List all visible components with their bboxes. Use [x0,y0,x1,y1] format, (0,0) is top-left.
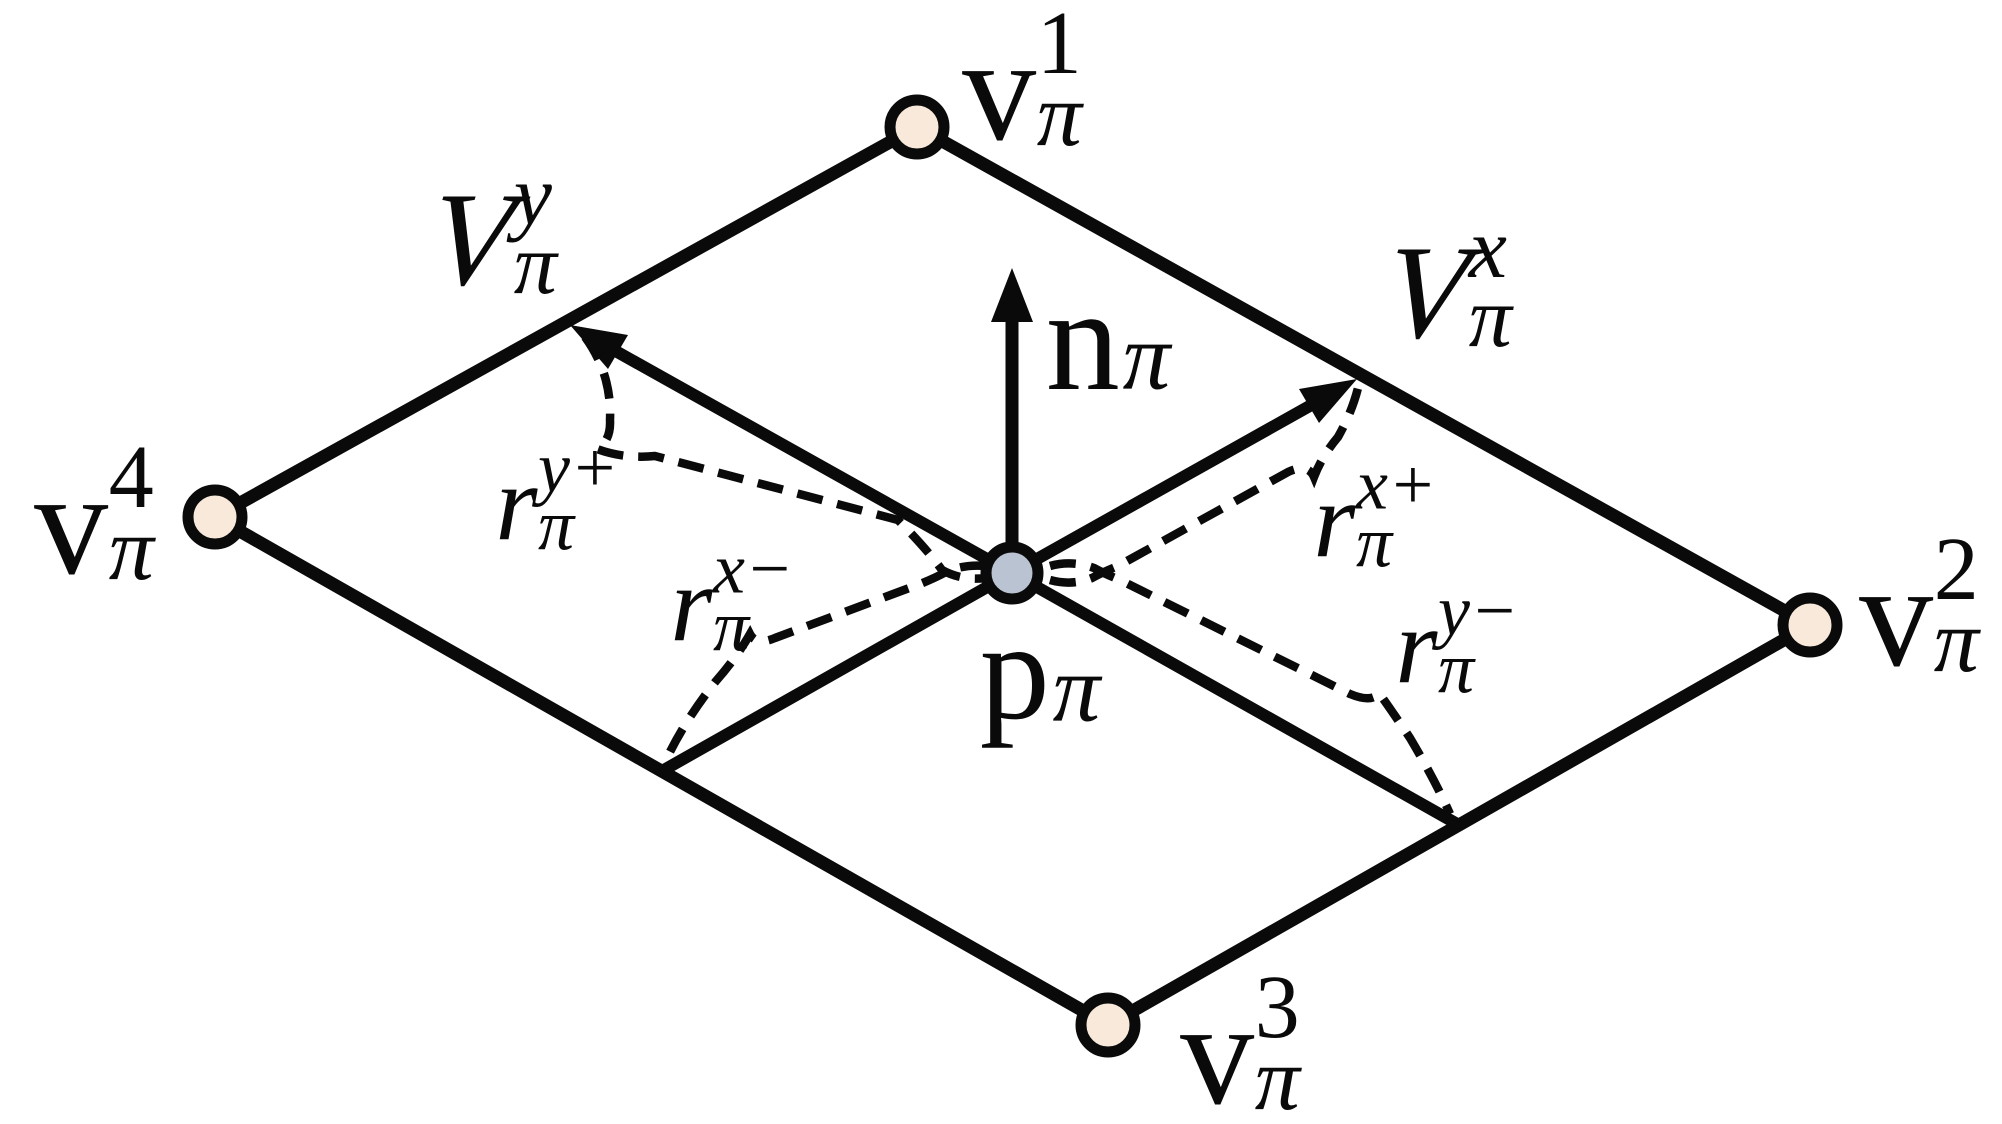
center-point [980,541,1044,605]
label-center: p π [980,592,1100,741]
vertex-point-1 [884,94,950,160]
label-vertex-4-sub: π [108,500,154,599]
label-vertex-2: v 2 π [1859,520,1979,691]
label-vertex-3-base: v [1180,972,1255,1124]
label-r-y-plus-sup: y+ [538,427,619,508]
label-normal-base: n [1045,258,1120,423]
label-r-x-plus-base: r [1313,461,1356,581]
label-r-x-plus-sub: π [1356,502,1393,582]
label-vertex-2-sup: 2 [1933,520,1979,619]
label-vertex-4-scripts: 4 π [108,428,154,599]
label-vertex-1: v 1 π [962,0,1082,165]
label-r-y-minus-base: r [1395,587,1438,707]
label-vertex-2-sub: π [1933,592,1979,691]
label-vertex-2-scripts: 2 π [1933,520,1979,691]
label-r-x-minus-base: r [670,545,713,665]
label-vertex-4-sup: 4 [108,428,154,527]
points [182,94,1843,1058]
axis-y-arrow-shaft [606,343,1018,579]
label-vertex-1-scripts: 1 π [1036,0,1082,165]
label-r-x-plus: r x+ π [1313,444,1437,582]
label-axis-y-scripts: y π [513,147,557,312]
label-axis-x-base: V [1378,218,1476,367]
label-vertex-3-sub: π [1254,1030,1300,1124]
label-r-y-plus-base: r [495,444,538,564]
label-vertex-1-sup: 1 [1036,0,1082,93]
label-axis-x: V x π [1378,200,1512,366]
arrowheads [570,268,1357,423]
label-axis-x-sup: x [1468,200,1507,297]
vertex-point-4 [182,484,248,550]
label-axis-y: V y π [423,147,557,313]
label-vertex-4-base: v [34,442,109,607]
brace-r-y-minus [1048,559,1454,816]
label-r-y-plus-sub: π [538,485,575,565]
label-vertex-3: v 3 π [1180,958,1300,1124]
label-axis-x-scripts: x π [1468,200,1512,365]
label-r-x-minus-scripts: x− π [713,528,794,666]
label-vertex-3-sup: 3 [1254,958,1300,1057]
brace-r-x-plus [1048,386,1363,587]
brace-r-x-minus [662,561,987,762]
vertex-point-3 [1075,992,1141,1058]
axis-x-arrowhead [1299,379,1357,423]
ray-y-negative [1006,567,1465,831]
label-r-x-plus-sup: x+ [1356,444,1437,525]
label-vertex-4: v 4 π [34,428,154,599]
label-center-sub: π [1052,635,1101,742]
label-r-y-plus: r y+ π [495,427,619,565]
label-vertex-1-sub: π [1036,66,1082,165]
label-vertex-1-base: v [962,8,1037,173]
label-normal-sub: π [1122,303,1171,410]
normal-arrowhead [991,268,1033,322]
label-vertex-2-base: v [1859,534,1934,699]
axis-y-arrowhead [570,325,628,369]
label-axis-y-sub: π [513,216,557,312]
label-vertex-3-scripts: 3 π [1254,958,1300,1124]
label-axis-x-sub: π [1468,269,1512,365]
label-r-y-minus-scripts: y− π [1438,570,1519,708]
label-r-y-minus-sup: y− [1438,570,1519,651]
label-r-x-plus-scripts: x+ π [1356,444,1437,582]
vertex-point-2 [1777,592,1843,658]
label-r-x-minus-sup: x− [713,528,794,609]
label-r-y-minus: r y− π [1395,570,1519,708]
radius-braces [581,334,1454,816]
label-normal: n π [1046,256,1171,414]
axis-x-arrow-shaft [1006,397,1321,579]
label-r-y-minus-sub: π [1438,628,1475,708]
label-r-x-minus: r x− π [670,528,794,666]
label-center-base: p [979,593,1050,749]
label-axis-y-sup: y [513,147,552,244]
label-r-x-minus-sub: π [713,586,750,666]
label-r-y-plus-scripts: y+ π [538,427,619,565]
ray-x-negative [656,567,1018,777]
label-axis-y-base: V [423,165,521,314]
